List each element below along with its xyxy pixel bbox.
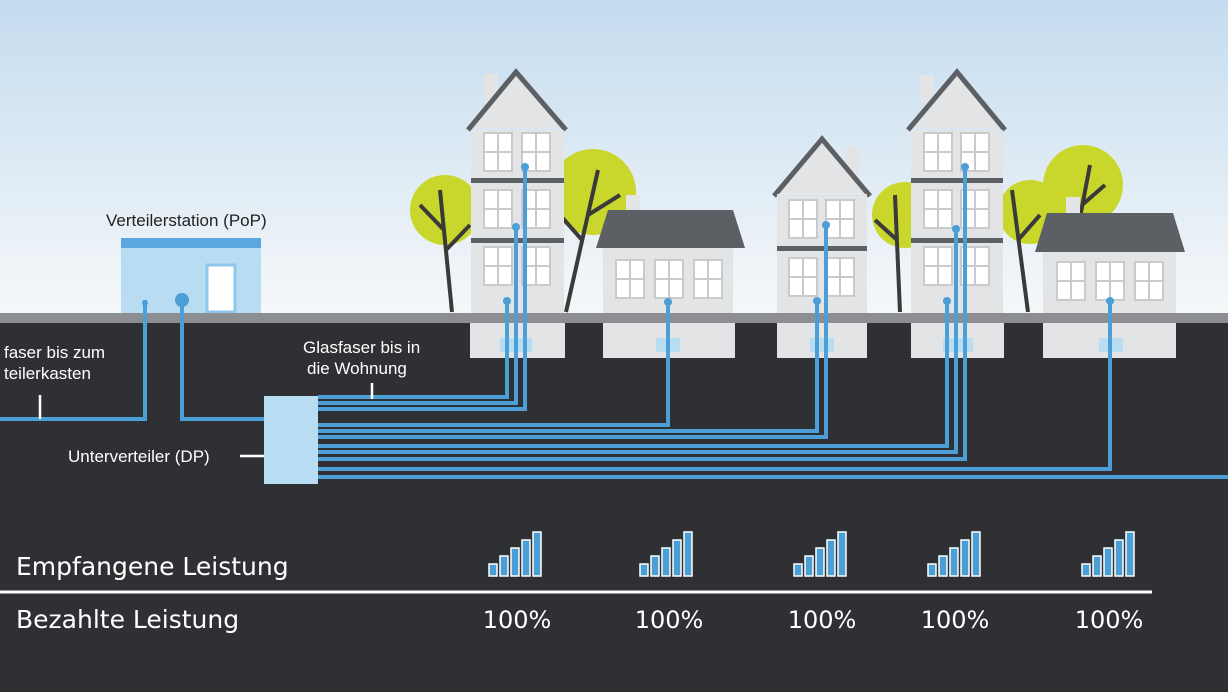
signal-bar [672, 539, 682, 577]
fiber-cables [0, 166, 1228, 479]
house-windows [483, 132, 1164, 301]
signal-bar [1125, 531, 1135, 577]
signal-bar [650, 555, 660, 577]
signal-bar [1114, 539, 1124, 577]
signal-bar [639, 563, 649, 577]
ftth-label-line2: die Wohnung [307, 359, 407, 378]
signal-icon-2 [639, 531, 693, 577]
paid-value-5: 100% [1074, 606, 1144, 634]
signal-bar [938, 555, 948, 577]
signal-bar [661, 547, 671, 577]
signal-icon-1 [488, 531, 542, 577]
signal-bar [1081, 563, 1091, 577]
underground [0, 323, 1228, 692]
signal-bar [499, 555, 509, 577]
ftth-label-line1: Glasfaser bis in [303, 338, 421, 357]
signal-bar [510, 547, 520, 577]
fiber-endpoints [142, 163, 1114, 307]
ground-surface [0, 313, 1228, 323]
signal-bar [532, 531, 542, 577]
paid-value-4: 100% [920, 606, 990, 634]
pop-station [121, 238, 261, 314]
paid-value-1: 100% [482, 606, 552, 634]
signal-bar [837, 531, 847, 577]
signal-bar [815, 547, 825, 577]
dp-label: Unterverteiler (DP) [68, 447, 210, 466]
signal-bar [1103, 547, 1113, 577]
paid-value-3: 100% [787, 606, 857, 634]
paid-value-2: 100% [634, 606, 704, 634]
signal-bar [927, 563, 937, 577]
signal-bar [960, 539, 970, 577]
signal-bar [971, 531, 981, 577]
signal-bar [826, 539, 836, 577]
feeder-label: faser bis zum teilerkasten [0, 342, 105, 384]
signal-icon-3 [793, 531, 847, 577]
pop-label: Verteilerstation (PoP) [106, 211, 267, 230]
paid-power-label: Bezahlte Leistung [16, 605, 240, 634]
feeder-label-line1: faser bis zum [4, 343, 106, 362]
signal-bar [488, 563, 498, 577]
signal-bar [1092, 555, 1102, 577]
signal-bar [793, 563, 803, 577]
distribution-point-box [264, 396, 318, 484]
label-pointers [38, 383, 374, 458]
signal-bar [521, 539, 531, 577]
signal-bar [949, 547, 959, 577]
signal-bar [683, 531, 693, 577]
feeder-label-line2: teilerkasten [4, 364, 91, 383]
signal-icon-4 [927, 531, 981, 577]
tree-1 [410, 175, 480, 313]
signal-icon-5 [1081, 531, 1135, 577]
received-power-label: Empfangene Leistung [16, 552, 289, 581]
signal-bar [804, 555, 814, 577]
ftth-label: Glasfaser bis in die Wohnung [303, 337, 420, 379]
signal-strength-icons [488, 531, 1135, 577]
